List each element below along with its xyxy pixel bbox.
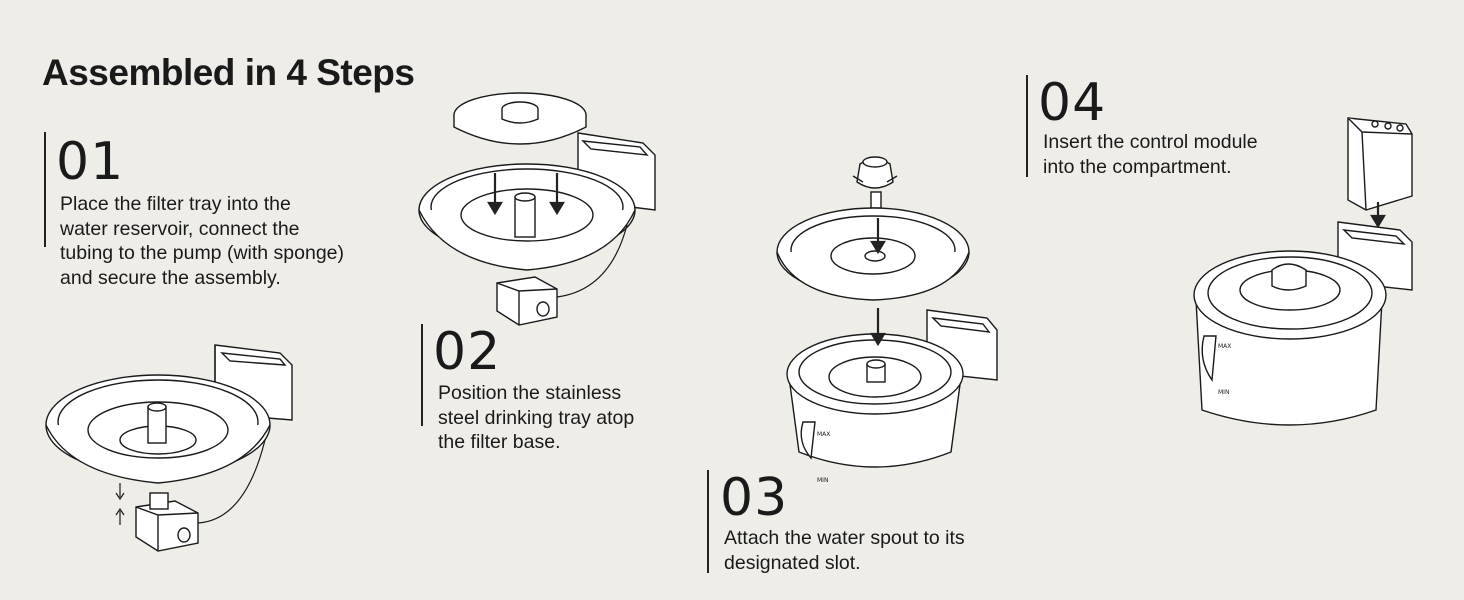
step-01-illustration <box>45 344 293 552</box>
step-description-line: Insert the control module <box>1043 131 1258 153</box>
step-03-illustration: MAX MIN <box>776 156 998 484</box>
step-04-illustration: MAX MIN <box>1193 117 1413 426</box>
step-description-line: tubing to the pump (with sponge) <box>60 242 345 264</box>
step-description-line: into the compartment. <box>1043 155 1232 178</box>
step-02-illustration <box>418 92 656 326</box>
step-description-line: designated slot. <box>724 551 861 574</box>
step-divider <box>44 132 46 247</box>
step-number: 01 <box>56 132 125 192</box>
step-description-line: and secure the assembly. <box>60 266 281 289</box>
max-label: MAX <box>1218 343 1231 350</box>
min-label: MIN <box>1218 389 1229 396</box>
max-label: MAX <box>817 431 830 438</box>
step-number: 03 <box>720 468 789 528</box>
step-description-line: the filter base. <box>438 431 561 453</box>
page-title: Assembled in 4 Steps <box>42 52 415 93</box>
step-description-line: Position the stainless <box>438 382 622 404</box>
step-description-line: Place the filter tray into the <box>60 193 291 215</box>
step-description-line: Attach the water spout to its <box>724 527 965 549</box>
step-description-line: water reservoir, connect the <box>60 217 300 240</box>
step-number: 04 <box>1038 73 1107 133</box>
step-divider <box>1026 75 1028 177</box>
step-description: Insert the control module into the compa… <box>1043 130 1403 179</box>
step-divider <box>707 470 709 573</box>
step-divider <box>421 324 423 426</box>
step-description: Attach the water spout to its designated… <box>724 526 1084 575</box>
step-description-line: steel drinking tray atop <box>438 406 635 429</box>
min-label: MIN <box>817 477 828 484</box>
step-number: 02 <box>433 322 502 382</box>
step-description: Place the filter tray into the water res… <box>60 192 420 290</box>
step-description: Position the stainless steel drinking tr… <box>438 381 798 455</box>
